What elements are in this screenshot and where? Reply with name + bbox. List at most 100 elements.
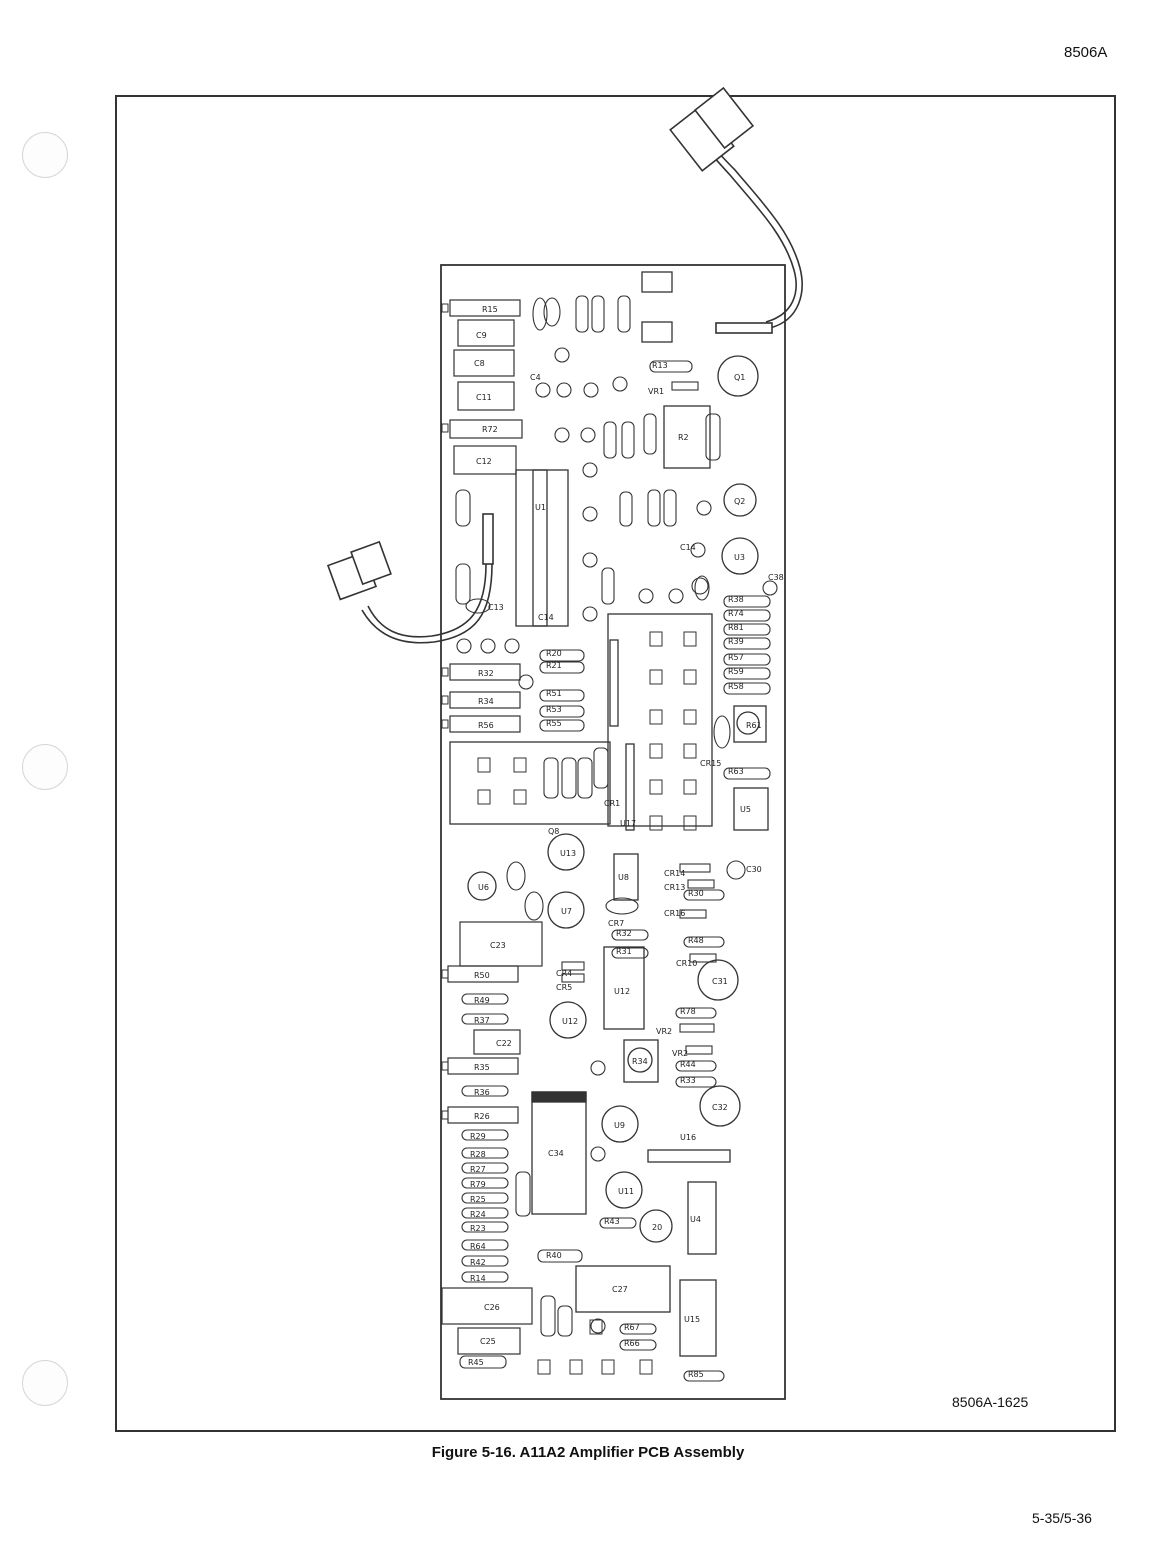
binder-hole-top [22, 132, 68, 178]
svg-text:R55: R55 [546, 719, 562, 728]
svg-text:VR2: VR2 [656, 1027, 672, 1036]
svg-text:R40: R40 [546, 1251, 562, 1260]
svg-text:U11: U11 [618, 1187, 634, 1196]
svg-text:U15: U15 [684, 1315, 700, 1324]
svg-text:U12: U12 [614, 987, 630, 996]
edge-pads [441, 303, 449, 1120]
svg-text:R39: R39 [728, 637, 744, 646]
svg-text:R61: R61 [746, 721, 762, 730]
svg-text:R43: R43 [604, 1217, 620, 1226]
svg-text:R15: R15 [482, 305, 498, 314]
svg-text:CR5: CR5 [556, 983, 572, 992]
right-small-resistors [675, 595, 771, 1382]
svg-text:C25: C25 [480, 1337, 496, 1346]
svg-text:R21: R21 [546, 661, 562, 670]
svg-text:U16: U16 [680, 1133, 696, 1142]
svg-text:R34: R34 [632, 1057, 648, 1066]
binder-hole-bottom [22, 1360, 68, 1406]
figure-caption: Figure 5-16. A11A2 Amplifier PCB Assembl… [431, 1444, 745, 1461]
svg-text:U1: U1 [535, 503, 546, 512]
svg-text:C9: C9 [476, 331, 487, 340]
svg-text:R32: R32 [478, 669, 494, 678]
svg-text:C13: C13 [488, 603, 504, 612]
svg-text:R25: R25 [470, 1195, 486, 1204]
svg-text:Q2: Q2 [734, 497, 745, 506]
svg-text:R49: R49 [474, 996, 490, 1005]
binder-hole-middle [22, 744, 68, 790]
svg-text:CR16: CR16 [664, 909, 685, 918]
svg-text:R20: R20 [546, 649, 562, 658]
svg-text:R45: R45 [468, 1358, 484, 1367]
svg-text:R27: R27 [470, 1165, 486, 1174]
svg-text:R34: R34 [478, 697, 494, 706]
svg-text:U9: U9 [614, 1121, 625, 1130]
svg-text:CR13: CR13 [664, 883, 685, 892]
svg-text:CR14: CR14 [664, 869, 685, 878]
svg-text:R35: R35 [474, 1063, 490, 1072]
svg-text:R56: R56 [478, 721, 494, 730]
svg-text:R2: R2 [678, 433, 689, 442]
svg-text:CR7: CR7 [608, 919, 624, 928]
svg-text:VR1: VR1 [648, 387, 664, 396]
pcb-outline [440, 264, 786, 1400]
svg-text:CR10: CR10 [676, 959, 697, 968]
small-capacitors [456, 297, 778, 1334]
svg-text:R63: R63 [728, 767, 744, 776]
svg-text:R29: R29 [470, 1132, 486, 1141]
svg-text:R58: R58 [728, 682, 744, 691]
svg-text:R28: R28 [470, 1150, 486, 1159]
svg-text:R30: R30 [688, 889, 704, 898]
svg-text:C4: C4 [530, 373, 541, 382]
svg-text:R51: R51 [546, 689, 562, 698]
svg-text:R44: R44 [680, 1060, 696, 1069]
svg-text:R42: R42 [470, 1258, 486, 1267]
svg-text:R66: R66 [624, 1339, 640, 1348]
svg-text:R59: R59 [728, 667, 744, 676]
center-resistors [455, 295, 721, 1351]
svg-text:U7: U7 [561, 907, 572, 916]
integrated-circuits [449, 271, 769, 1357]
svg-text:U5: U5 [740, 805, 751, 814]
svg-text:R50: R50 [474, 971, 490, 980]
svg-text:U12: U12 [562, 1017, 578, 1026]
svg-text:R81: R81 [728, 623, 744, 632]
top-cable-connector [669, 86, 803, 334]
svg-text:R26: R26 [474, 1112, 490, 1121]
left-column-parts [441, 299, 543, 1355]
svg-text:U8: U8 [618, 873, 629, 882]
svg-text:U4: U4 [690, 1215, 701, 1224]
svg-text:R57: R57 [728, 653, 744, 662]
silkscreen-labels: R15 C9 C8 C11 R72 C12 R32 R34 R56 C23 R5… [468, 305, 784, 1379]
svg-text:C32: C32 [712, 1103, 728, 1112]
small-transistors [477, 631, 697, 1375]
svg-text:VR2: VR2 [672, 1049, 688, 1058]
svg-text:R74: R74 [728, 609, 744, 618]
svg-text:C26: C26 [484, 1303, 500, 1312]
svg-text:R14: R14 [470, 1274, 486, 1283]
svg-text:U17: U17 [620, 819, 636, 828]
svg-text:U6: U6 [478, 883, 489, 892]
svg-text:C22: C22 [496, 1039, 512, 1048]
svg-text:R36: R36 [474, 1088, 490, 1097]
svg-text:R32: R32 [616, 929, 632, 938]
svg-text:CR4: CR4 [556, 969, 572, 978]
svg-text:R23: R23 [470, 1224, 486, 1233]
svg-text:C31: C31 [712, 977, 728, 986]
left-cable-connector [326, 513, 494, 644]
svg-text:R48: R48 [688, 936, 704, 945]
svg-text:R38: R38 [728, 595, 744, 604]
svg-text:R64: R64 [470, 1242, 486, 1251]
svg-text:R85: R85 [688, 1370, 704, 1379]
diodes [561, 381, 717, 1055]
svg-text:R53: R53 [546, 705, 562, 714]
svg-text:C34: C34 [548, 1149, 564, 1158]
svg-text:R13: R13 [652, 361, 668, 370]
svg-text:C8: C8 [474, 359, 485, 368]
svg-text:Q8: Q8 [548, 827, 559, 836]
svg-text:R72: R72 [482, 425, 498, 434]
svg-text:C30: C30 [746, 865, 762, 874]
svg-text:C14: C14 [680, 543, 696, 552]
svg-text:U13: U13 [560, 849, 576, 858]
left-small-resistors [459, 993, 509, 1369]
